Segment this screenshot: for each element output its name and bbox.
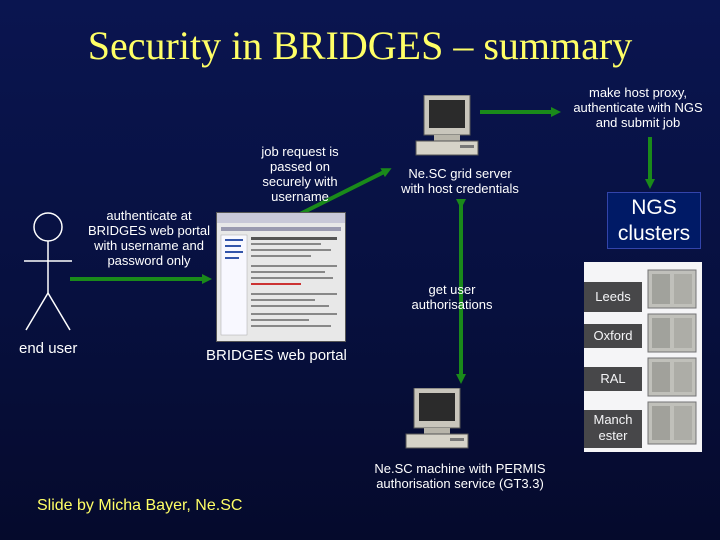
end-user-figure — [24, 212, 72, 331]
job-request-label: job request is passed on securely with u… — [261, 144, 339, 204]
arrow-portal-to-server — [287, 168, 392, 222]
cluster-sites-panel: Leeds Oxford RAL Manch ester — [584, 262, 702, 452]
grid-server-computer-icon — [415, 95, 479, 156]
ngs-clusters-box: NGS clusters — [607, 192, 701, 249]
server-rack-icon — [647, 269, 697, 309]
portal-screenshot — [216, 212, 346, 342]
server-rack-icon — [647, 313, 697, 353]
site-ral: RAL — [584, 367, 642, 391]
web-page-thumbnail-icon — [217, 213, 345, 336]
slide-credit: Slide by Micha Bayer, Ne.SC — [37, 497, 243, 514]
make-proxy-label: make host proxy, authenticate with NGS a… — [573, 85, 703, 130]
permis-label: Ne.SC machine with PERMIS authorisation … — [374, 461, 546, 491]
server-rack-icon — [647, 401, 697, 445]
end-user-label: end user — [19, 340, 78, 357]
authenticate-label: authenticate at BRIDGES web portal with … — [87, 208, 211, 268]
permis-computer-icon — [405, 388, 469, 449]
portal-label: BRIDGES web portal — [206, 347, 347, 364]
site-leeds: Leeds — [584, 282, 642, 312]
grid-server-label: Ne.SC grid server with host credentials — [401, 166, 519, 196]
site-oxford: Oxford — [584, 324, 642, 348]
server-rack-icon — [647, 357, 697, 397]
site-manchester: Manch ester — [584, 410, 642, 448]
slide-title: Security in BRIDGES – summary — [87, 23, 633, 68]
get-authorisations-label: get user authorisations — [411, 282, 493, 312]
